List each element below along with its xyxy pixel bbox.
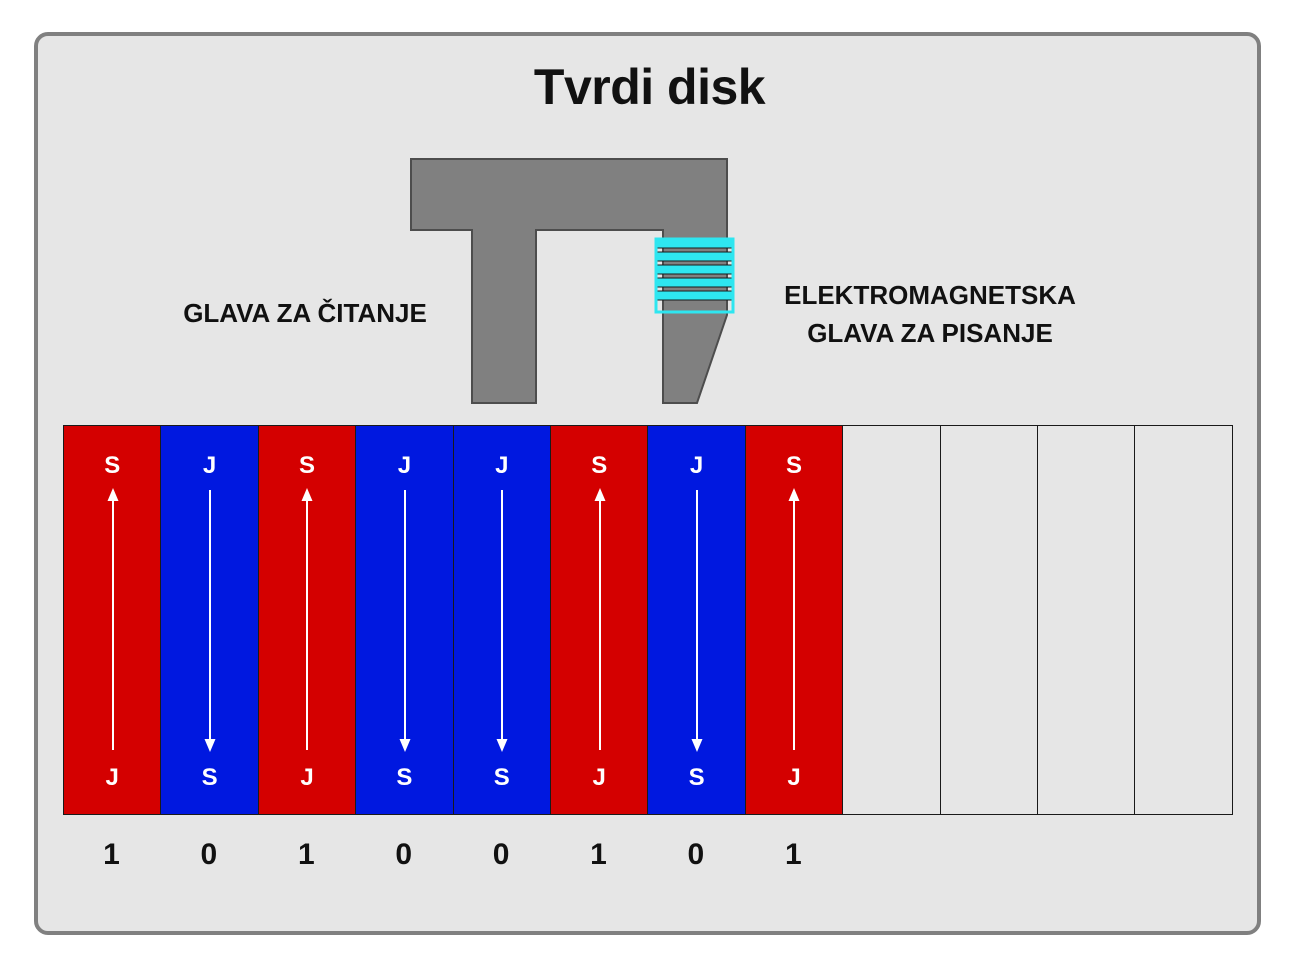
arrow-down-icon: [204, 490, 216, 752]
pole-top-label: J: [202, 452, 217, 479]
domain-cell: [1134, 425, 1233, 815]
pole-bottom-label: S: [201, 764, 218, 791]
bit-value: 0: [492, 838, 510, 871]
pole-bottom-label: S: [493, 764, 510, 791]
arrow-up-icon: [594, 488, 606, 750]
pole-bottom-label: S: [688, 764, 705, 791]
bit-value: 0: [200, 838, 218, 871]
arrow-up-icon: [107, 488, 119, 750]
write-coil: [654, 237, 735, 314]
bit-value: 0: [687, 838, 705, 871]
domain-cell: [1037, 425, 1136, 815]
read-head-label: GLAVA ZA ČITANJE: [183, 298, 427, 328]
pole-bottom-label: S: [396, 764, 413, 791]
pole-top-label: J: [689, 452, 704, 479]
pole-bottom-label: J: [105, 764, 119, 791]
pole-top-label: S: [104, 452, 121, 479]
read-write-head: [410, 158, 728, 404]
write-head-label: ELEKTROMAGNETSKA GLAVA ZA PISANJE: [760, 276, 1100, 352]
pole-top-label: S: [298, 452, 315, 479]
pole-bottom-label: J: [787, 764, 801, 791]
bit-value: 1: [590, 838, 607, 871]
pole-top-label: J: [495, 452, 509, 479]
domain-cell: [842, 425, 941, 815]
arrow-up-icon: [301, 488, 313, 750]
arrow-down-icon: [496, 490, 508, 752]
pole-bottom-label: J: [300, 764, 314, 791]
pole-top-label: J: [397, 452, 412, 479]
pole-top-label: S: [785, 452, 802, 479]
coil-winding: [655, 251, 734, 262]
bit-value: 1: [784, 838, 802, 871]
coil-winding: [655, 290, 734, 301]
bit-value: 1: [103, 838, 120, 871]
coil-winding: [655, 264, 734, 275]
write-head-label-line1: ELEKTROMAGNETSKA: [784, 280, 1076, 310]
arrow-down-icon: [691, 490, 703, 752]
domain-cell: [939, 425, 1038, 815]
coil-outline: [654, 237, 735, 314]
bit-value: 1: [297, 838, 315, 871]
arrow-down-icon: [399, 490, 411, 752]
pole-top-label: S: [591, 452, 608, 479]
coil-winding: [655, 277, 734, 288]
bit-value: 0: [395, 838, 413, 871]
pole-bottom-label: J: [592, 764, 606, 791]
write-head-label-line2: GLAVA ZA PISANJE: [807, 318, 1053, 348]
diagram-title: Tvrdi disk: [533, 59, 766, 115]
arrow-up-icon: [788, 488, 800, 750]
